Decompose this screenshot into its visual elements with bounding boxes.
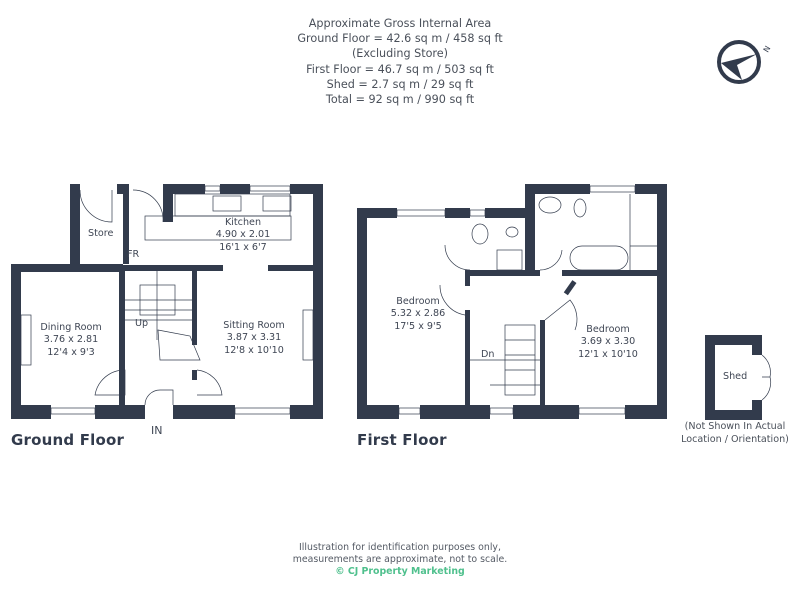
sitting-imperial: 12'8 x 10'10	[224, 344, 284, 356]
bedroom-2-imperial: 12'1 x 10'10	[578, 348, 638, 360]
area-first-floor: First Floor = 46.7 sq m / 503 sq ft	[306, 62, 494, 76]
disclaimer-line2: measurements are approximate, not to sca…	[292, 554, 508, 566]
shed-note: (Not Shown In Actual Location / Orientat…	[681, 421, 789, 446]
shed-note-line1: (Not Shown In Actual	[684, 421, 786, 432]
kitchen-metric: 4.90 x 2.01	[215, 229, 271, 241]
room-label-fridge: FR	[127, 249, 140, 260]
ground-floor-title: Ground Floor	[11, 431, 125, 449]
room-label-bedroom-1: Bedroom 5.32 x 2.86 17'5 x 9'5	[391, 296, 446, 333]
dining-imperial: 12'4 x 9'3	[47, 346, 95, 358]
compass-north-label: N	[762, 44, 773, 54]
room-label-shed: Shed	[723, 371, 748, 382]
kitchen-imperial: 16'1 x 6'7	[219, 241, 267, 253]
room-label-dining-room: Dining Room 3.76 x 2.81 12'4 x 9'3	[40, 322, 101, 359]
first-floor-title: First Floor	[357, 431, 447, 449]
disclaimer-line1: Illustration for identification purposes…	[299, 542, 501, 553]
area-ground-note: (Excluding Store)	[351, 47, 449, 61]
area-total: Total = 92 sq m / 990 sq ft	[325, 93, 475, 107]
dining-name: Dining Room	[40, 322, 102, 333]
copyright-brand: © CJ Property Marketing	[335, 566, 465, 578]
entrance-label: IN	[151, 424, 163, 437]
disclaimer-footer: Illustration for identification purposes…	[293, 542, 507, 579]
dining-metric: 3.76 x 2.81	[43, 334, 99, 346]
area-shed: Shed = 2.7 sq m / 29 sq ft	[326, 77, 474, 91]
bedroom-1-name: Bedroom	[396, 296, 440, 307]
kitchen-name: Kitchen	[224, 217, 262, 228]
ground-floor-fixtures	[20, 185, 314, 415]
north-compass-icon: N	[717, 40, 773, 84]
shed-note-line2: Location / Orientation)	[681, 433, 789, 445]
room-label-sitting-room: Sitting Room 3.87 x 3.31 12'8 x 10'10	[223, 320, 284, 357]
first-floor-fixtures	[396, 185, 657, 415]
bedroom-2-name: Bedroom	[586, 324, 630, 335]
stairs-down-label: Dn	[481, 349, 495, 360]
sitting-metric: 3.87 x 3.31	[226, 332, 282, 344]
room-label-kitchen: Kitchen 4.90 x 2.01 16'1 x 6'7	[216, 217, 271, 254]
sitting-name: Sitting Room	[223, 320, 285, 331]
room-label-bedroom-2: Bedroom 3.69 x 3.30 12'1 x 10'10	[578, 324, 638, 361]
bedroom-1-metric: 5.32 x 2.86	[390, 308, 446, 320]
room-label-store: Store	[88, 228, 114, 239]
shed-drawing	[705, 335, 771, 420]
bedroom-2-metric: 3.69 x 3.30	[580, 336, 636, 348]
area-title: Approximate Gross Internal Area	[308, 17, 492, 30]
area-summary: Approximate Gross Internal Area Ground F…	[250, 16, 550, 107]
ground-floor-walls	[11, 184, 323, 419]
first-floor-walls	[357, 184, 667, 419]
bedroom-1-imperial: 17'5 x 9'5	[394, 320, 442, 332]
stairs-up-label: Up	[135, 318, 149, 329]
area-ground-floor: Ground Floor = 42.6 sq m / 458 sq ft	[297, 32, 503, 46]
